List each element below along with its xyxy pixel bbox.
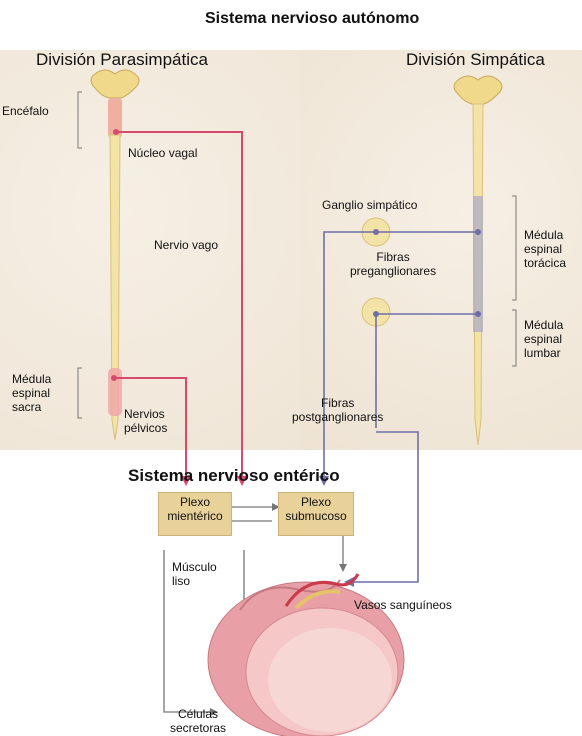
enteric-title: Sistema nervioso entérico [128,466,340,486]
diagram-title: Sistema nervioso autónomo [205,10,419,28]
vasos-sanguineos-label: Vasos sanguíneos [354,598,452,612]
medula-toracica-label: Médula espinal torácica [524,228,566,270]
left-brain-stem [91,70,139,138]
medula-sacra-label: Médula espinal sacra [12,372,51,414]
medula-lumbar-label: Médula espinal lumbar [524,318,563,360]
left-header: División Parasimpática [36,50,208,70]
plexo-submucoso-box: Plexo submucoso [278,492,354,536]
encefalo-label: Encéfalo [2,104,49,118]
right-brain-stem [454,76,502,104]
right-header: División Simpática [406,50,545,70]
celulas-secretoras-label: Células secretoras [170,707,226,735]
nervios-pelvicos-label: Nervios pélvicos [124,407,167,435]
nucleo-vagal-label: Núcleo vagal [128,146,197,160]
plexo-mienterico-box: Plexo mientérico [158,492,232,536]
fibras-postganglionares-label: Fibras postganglionares [292,396,383,424]
nervio-vago-label: Nervio vago [154,238,218,252]
fibras-preganglionares-label: Fibras preganglionares [350,250,436,278]
brackets [78,92,516,418]
musculo-liso-label: Músculo liso [172,560,217,588]
ganglio-simpatico-label: Ganglio simpático [322,198,417,212]
